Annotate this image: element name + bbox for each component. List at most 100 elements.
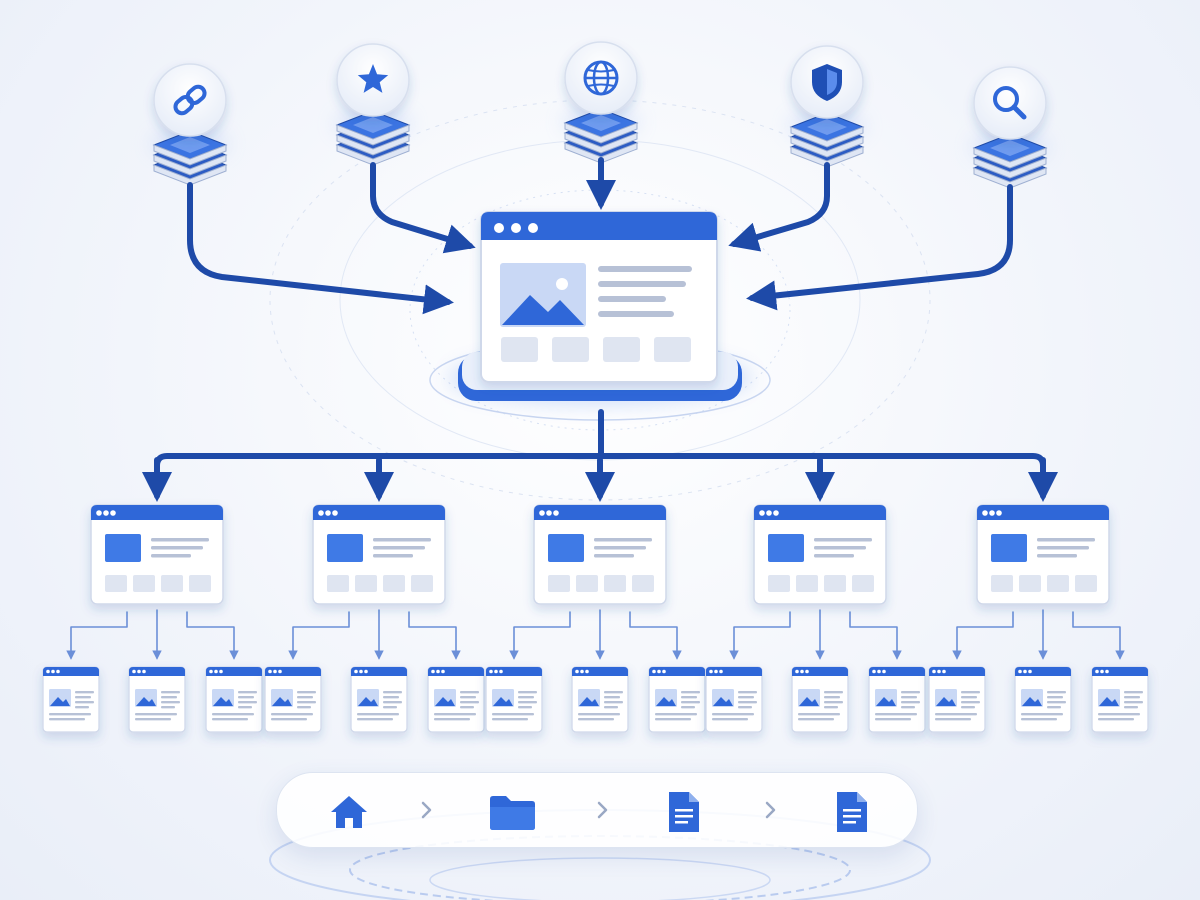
text-line: [814, 546, 866, 550]
text-line: [518, 696, 534, 699]
text-line: [297, 706, 311, 709]
image-placeholder: [105, 534, 141, 562]
text-line: [1037, 546, 1089, 550]
window-dot: [494, 223, 504, 233]
thumbnail-placeholder: [501, 337, 538, 362]
text-line: [594, 546, 646, 550]
window-dot: [494, 669, 498, 674]
text-line: [357, 718, 393, 721]
window-dot: [364, 669, 368, 674]
chevron-right-icon: [765, 801, 776, 819]
chevron-right-icon: [597, 801, 608, 819]
text-line: [161, 706, 175, 709]
thumbnail-placeholder: [105, 575, 127, 592]
connector-arrow: [186, 611, 239, 660]
text-line: [1098, 718, 1134, 721]
text-line: [75, 706, 89, 709]
window-dot: [489, 669, 493, 674]
text-line: [738, 696, 754, 699]
window-dot: [652, 669, 656, 674]
window-dot: [877, 669, 881, 674]
text-line: [212, 718, 248, 721]
window-dot: [1018, 669, 1022, 674]
window-dot: [273, 669, 277, 674]
thumbnail-placeholder: [796, 575, 818, 592]
text-line: [738, 701, 757, 704]
shield-icon: [812, 64, 842, 101]
leaf-page: [791, 666, 849, 733]
connector-arrow: [370, 162, 476, 254]
window-dot: [499, 669, 503, 674]
leaf-page: [648, 666, 706, 733]
text-line: [373, 546, 425, 550]
window-dot: [662, 669, 666, 674]
window-dot: [1095, 669, 1099, 674]
window-dot: [882, 669, 886, 674]
text-line: [655, 713, 697, 716]
thumbnail-placeholder: [1019, 575, 1041, 592]
thumbnail-placeholder: [604, 575, 626, 592]
window-dot: [719, 669, 723, 674]
text-line: [373, 538, 431, 542]
section-page: [753, 504, 887, 605]
folder-icon[interactable]: [487, 790, 539, 834]
text-line: [604, 691, 623, 694]
window-dot: [795, 669, 799, 674]
window-dot: [932, 669, 936, 674]
leaf-page: [928, 666, 986, 733]
text-line: [75, 696, 91, 699]
window-dot: [773, 510, 779, 516]
leaf-page: [868, 666, 926, 733]
connector-arrow: [746, 184, 1013, 311]
text-line: [460, 701, 479, 704]
text-line: [961, 701, 980, 704]
leaf-page: [705, 666, 763, 733]
text-line: [1047, 706, 1061, 709]
text-line: [738, 706, 752, 709]
window-dot: [214, 669, 218, 674]
text-line: [383, 696, 399, 699]
breadcrumb: [276, 772, 918, 848]
text-line: [604, 706, 618, 709]
window-dot: [96, 510, 102, 516]
window-dot: [137, 669, 141, 674]
text-line: [961, 691, 980, 694]
leaf-page: [205, 666, 263, 733]
text-line: [75, 691, 94, 694]
star-icon: [357, 64, 389, 93]
text-line: [598, 296, 666, 302]
text-line: [492, 713, 534, 716]
thumbnail-placeholder: [411, 575, 433, 592]
text-line: [712, 718, 748, 721]
window-dot: [982, 510, 988, 516]
window-dot: [318, 510, 324, 516]
text-line: [824, 691, 843, 694]
text-line: [151, 546, 203, 550]
window-dot: [332, 510, 338, 516]
document-icon[interactable]: [829, 790, 873, 834]
thumbnail-placeholder: [161, 575, 183, 592]
window-dot: [110, 510, 116, 516]
connector-arrow: [408, 611, 461, 660]
text-line: [518, 701, 537, 704]
text-line: [49, 713, 91, 716]
source-node: [789, 45, 865, 168]
text-line: [681, 691, 700, 694]
source-node: [972, 66, 1048, 189]
connector-arrow: [66, 611, 128, 660]
home-icon[interactable]: [327, 790, 371, 834]
window-dot: [800, 669, 804, 674]
text-line: [875, 713, 917, 716]
text-line: [297, 691, 316, 694]
text-line: [212, 713, 254, 716]
text-line: [434, 718, 470, 721]
window-dot: [657, 669, 661, 674]
text-line: [357, 713, 399, 716]
window-dot: [528, 223, 538, 233]
window-dot: [1105, 669, 1109, 674]
window-dot: [142, 669, 146, 674]
text-line: [798, 713, 840, 716]
text-line: [1021, 713, 1063, 716]
connector-arrow: [1072, 611, 1125, 660]
document-icon[interactable]: [661, 790, 705, 834]
